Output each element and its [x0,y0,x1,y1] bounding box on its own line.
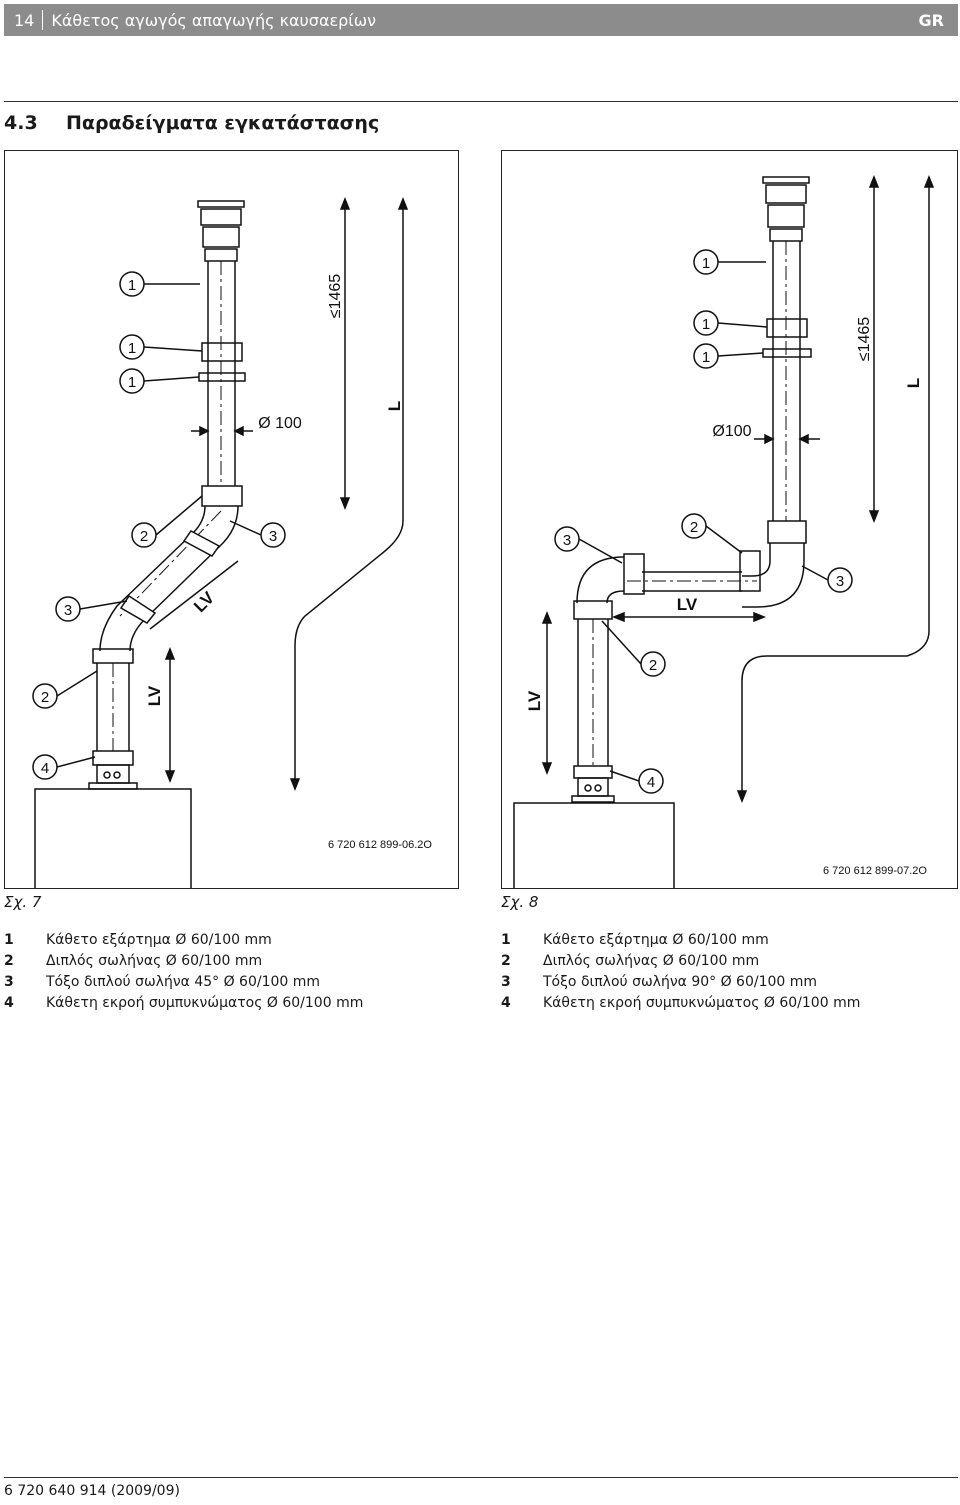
legend-row: 4 Κάθετη εκροή συμπυκνώματος Ø 60/100 mm [4,993,474,1014]
boiler-body [513,802,675,888]
lv-label: LV [145,685,164,706]
legend-text: Τόξο διπλού σωλήνα 45° Ø 60/100 mm [46,974,321,990]
callout-1: 1 [702,316,710,333]
figure-7-legend: 1 Κάθετο εξάρτημα Ø 60/100 mm 2 Διπλός σωλ… [4,930,474,1014]
pipe-coupler [767,520,807,544]
lv-label: LV [677,595,698,614]
legend-number: 2 [501,953,511,969]
callout-1: 1 [702,349,710,366]
condensate-outlet [573,765,613,779]
figure-8-legend: 1 Κάθετο εξάρτημα Ø 60/100 mm 2 Διπλός σωλ… [501,930,956,1014]
terminal-cap [762,176,810,184]
pipe-coupler [739,550,761,592]
callout-1: 1 [128,374,136,391]
legend-number: 1 [501,932,511,948]
figure-code: 6 720 612 899-06.2O [328,839,432,851]
section-title: Παραδείγματα εγκατάστασης [66,112,380,134]
legend-row: 3 Τόξο διπλού σωλήνα 90° Ø 60/100 mm [501,972,956,993]
callout-2: 2 [140,528,148,545]
diameter-label: Ø100 [712,423,751,440]
pipe-coupler [623,553,645,595]
legend-text: Κάθετη εκροή συμπυκνώματος Ø 60/100 mm [543,995,861,1011]
legend-text: Κάθετο εξάρτημα Ø 60/100 mm [543,932,769,948]
callout-1: 1 [702,255,710,272]
section-heading: 4.3 Παραδείγματα εγκατάστασης [4,112,379,134]
callout-3: 3 [269,528,277,545]
length-label: L [385,401,404,411]
legend-row: 4 Κάθετη εκροή συμπυκνώματος Ø 60/100 mm [501,993,956,1014]
condensate-outlet [92,750,134,766]
legend-row: 1 Κάθετο εξάρτημα Ø 60/100 mm [501,930,956,951]
legend-number: 3 [4,974,14,990]
footer-divider [4,1477,958,1478]
figure-7-drawing: 1 1 1 2 3 3 2 4 Ø 100 ≤1465 L LV LV 6 72… [32,196,432,888]
figure-7-diagram: 1 1 1 2 3 3 2 4 Ø 100 ≤1465 L LV LV 6 72… [4,150,459,889]
dimension-max-label: ≤1465 [327,274,344,318]
lv-label: LV [525,690,544,711]
callout-4: 4 [41,760,49,777]
legend-text: Διπλός σωλήνας Ø 60/100 mm [543,953,760,969]
legend-text: Κάθετο εξάρτημα Ø 60/100 mm [46,932,272,948]
legend-text: Διπλός σωλήνας Ø 60/100 mm [46,953,263,969]
header-title: Κάθετος αγωγός απαγωγής καυσαερίων [51,10,377,30]
legend-row: 1 Κάθετο εξάρτημα Ø 60/100 mm [4,930,474,951]
page-number: 14 [14,10,35,30]
header-separator [42,10,44,30]
legend-number: 4 [4,995,14,1011]
callout-2: 2 [690,519,698,536]
pipe-coupler [573,600,613,620]
pipe-coupler [201,485,243,507]
figure-8-drawing: 1 1 1 3 2 3 2 4 Ø100 ≤1465 L LV LV 6 720… [513,174,935,888]
length-label: L [904,378,923,388]
figure-code: 6 720 612 899-07.2O [823,865,927,877]
callout-1: 1 [128,277,136,294]
figure-8-caption: Σχ. 8 [501,893,539,911]
boiler-body [34,788,192,888]
legend-number: 2 [4,953,14,969]
page-header: 14 Κάθετος αγωγός απαγωγής καυσαερίων GR [4,4,958,36]
pipe-coupler [766,318,808,338]
figure-7-caption: Σχ. 7 [4,893,42,911]
pipe-coupler [201,342,243,362]
legend-row: 2 Διπλός σωλήνας Ø 60/100 mm [501,951,956,972]
legend-row: 3 Τόξο διπλού σωλήνα 45° Ø 60/100 mm [4,972,474,993]
callout-2: 2 [41,689,49,706]
diameter-label: Ø 100 [258,415,302,432]
language-code: GR [918,10,944,30]
callout-2: 2 [649,657,657,674]
callout-4: 4 [647,774,655,791]
section-divider [4,101,958,102]
legend-number: 4 [501,995,511,1011]
terminal-cap [197,200,245,208]
dimension-max-label: ≤1465 [856,317,873,361]
figure-8-diagram: 1 1 1 3 2 3 2 4 Ø100 ≤1465 L LV LV 6 720… [501,150,958,889]
legend-number: 1 [4,932,14,948]
callout-3: 3 [836,573,844,590]
callout-1: 1 [128,340,136,357]
callout-3: 3 [563,532,571,549]
callout-3: 3 [64,602,72,619]
footer-doc-number: 6 720 640 914 (2009/09) [4,1483,180,1499]
legend-text: Κάθετη εκροή συμπυκνώματος Ø 60/100 mm [46,995,364,1011]
section-number: 4.3 [4,112,38,134]
legend-row: 2 Διπλός σωλήνας Ø 60/100 mm [4,951,474,972]
legend-text: Τόξο διπλού σωλήνα 90° Ø 60/100 mm [543,974,818,990]
legend-number: 3 [501,974,511,990]
pipe-coupler [92,648,134,664]
lv-label: LV [190,588,218,616]
